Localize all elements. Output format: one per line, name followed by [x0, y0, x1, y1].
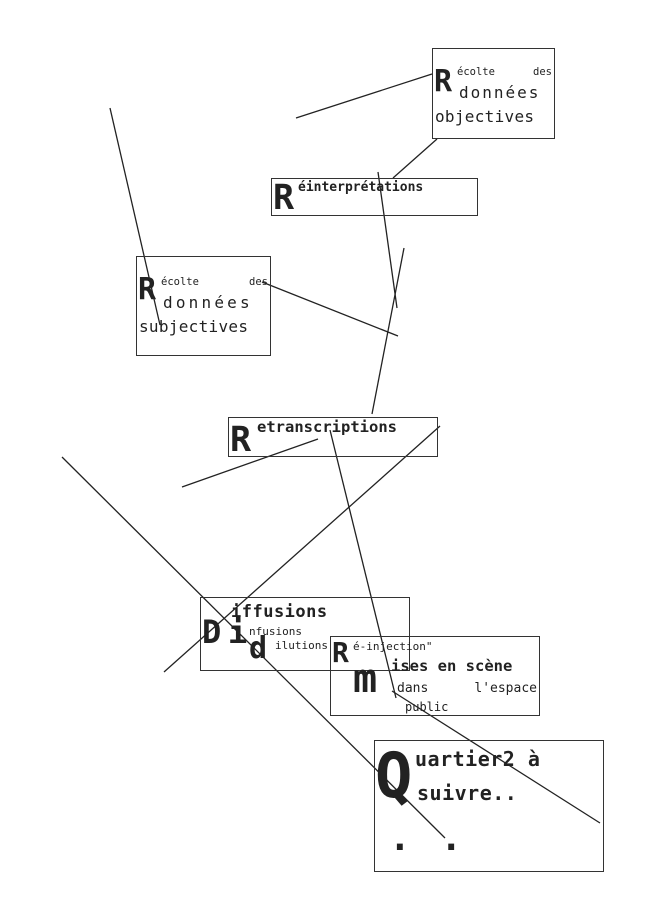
drop-cap: R — [230, 420, 252, 460]
node-text: données — [459, 83, 541, 102]
node-text: etranscriptions — [257, 418, 397, 436]
drop-cap: m — [353, 656, 378, 702]
connector-line — [391, 690, 601, 824]
drop-cap: R — [273, 178, 295, 218]
drop-cap: Q — [375, 739, 413, 812]
node-text: des — [533, 66, 552, 78]
node-text: éinterprétations — [298, 180, 424, 195]
node-text: nfusions — [249, 625, 302, 638]
node-text: é-injection" — [353, 640, 433, 653]
connector-line — [61, 456, 446, 839]
node-text: ilutions — [275, 639, 328, 652]
connector-line — [163, 425, 441, 673]
node-retranscriptions[interactable]: R etranscriptions — [228, 417, 438, 460]
drop-cap: D — [202, 613, 222, 651]
node-text: objectives — [435, 107, 535, 126]
node-text: l'espace — [474, 681, 537, 696]
connector-line — [109, 107, 161, 326]
drop-cap: d — [249, 631, 268, 666]
connector-line — [295, 73, 433, 119]
node-text-line: écolte des — [457, 67, 552, 78]
node-reinterpretations[interactable]: R éinterprétations — [271, 178, 478, 216]
node-recolte-subjectives[interactable]: R écolte des données subjectives — [136, 256, 271, 356]
drop-cap: R — [332, 636, 349, 669]
drop-cap: R — [138, 272, 157, 307]
node-text: public — [405, 700, 449, 714]
node-diffusions[interactable]: D i d iffusions nfusions ilutions — [200, 597, 410, 671]
connector-line — [181, 438, 319, 488]
node-text: iffusions — [231, 602, 328, 622]
node-text-line: dans l'espace — [397, 682, 537, 695]
node-recolte-objectives[interactable]: R écolte des données objectives — [432, 48, 555, 139]
drop-cap: i — [228, 613, 248, 651]
connector-line — [392, 138, 438, 179]
node-text: écolte — [457, 66, 495, 78]
connector-line — [377, 171, 398, 309]
node-text: données — [163, 293, 253, 312]
connector-line — [261, 281, 399, 337]
node-text: subjectives — [139, 317, 249, 336]
connector-line — [329, 429, 397, 699]
node-text: des — [249, 276, 268, 288]
node-quartier[interactable]: Q uartier2 à suivre.. . . — [374, 740, 604, 872]
node-text: uartier2 à — [415, 747, 541, 771]
node-text: ises en scène — [391, 657, 513, 675]
node-text: . . — [389, 818, 467, 859]
drop-cap: R — [434, 64, 453, 99]
node-text: dans — [397, 681, 429, 696]
node-mises-en-scene[interactable]: R é-injection" m ises en scène dans l'es… — [330, 636, 540, 716]
node-text: écolte — [161, 276, 199, 288]
node-text-line: écolte des — [161, 277, 268, 288]
node-text: suivre.. — [417, 781, 518, 805]
connector-line — [371, 247, 405, 415]
